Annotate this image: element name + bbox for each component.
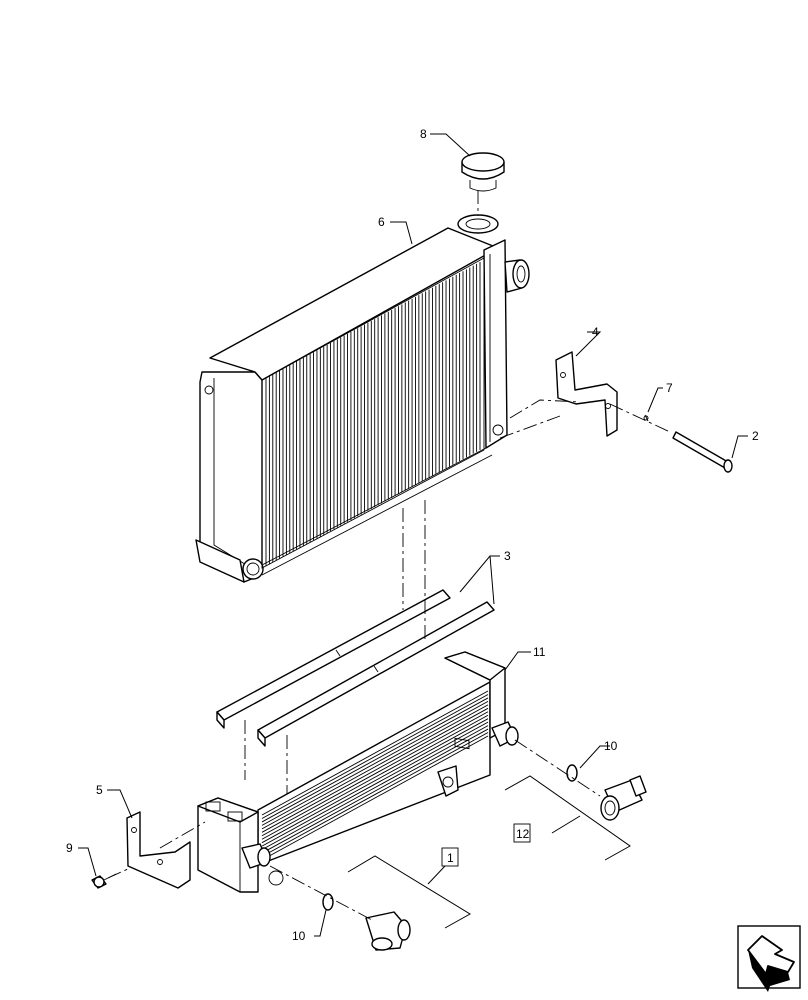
radiator <box>195 214 530 583</box>
callout-12-box <box>513 823 531 843</box>
radiator-core-fins <box>265 262 481 566</box>
seal-strips <box>216 589 495 747</box>
callout-1-box <box>441 847 459 867</box>
oil-cooler <box>197 651 519 893</box>
arrow-navigation-icon[interactable] <box>737 925 801 992</box>
callout-7: 7 <box>666 381 673 395</box>
clip <box>643 414 649 422</box>
callout-5: 5 <box>96 783 103 797</box>
callout-2: 2 <box>752 429 759 443</box>
upper-bracket <box>555 351 618 437</box>
callout-11: 11 <box>533 645 546 659</box>
tee-fitting <box>600 775 647 821</box>
callout-10-upper: 10 <box>604 739 618 753</box>
oil-cooler-fins <box>261 690 489 861</box>
callout-1: 1 <box>447 851 454 865</box>
callout-12: 12 <box>516 827 530 841</box>
callout-9: 9 <box>66 841 73 855</box>
elbow-fitting <box>365 911 411 951</box>
callout-4: 4 <box>592 325 599 339</box>
leader-lines <box>78 133 748 937</box>
callout-3: 3 <box>504 549 511 563</box>
o-ring-lower <box>322 893 334 911</box>
callout-6: 6 <box>378 215 385 229</box>
pin <box>672 431 733 473</box>
radiator-cap <box>461 152 505 192</box>
callout-8: 8 <box>420 127 427 141</box>
o-ring-upper <box>566 764 578 782</box>
callout-10-lower: 10 <box>292 929 306 943</box>
lower-bracket <box>126 811 191 889</box>
